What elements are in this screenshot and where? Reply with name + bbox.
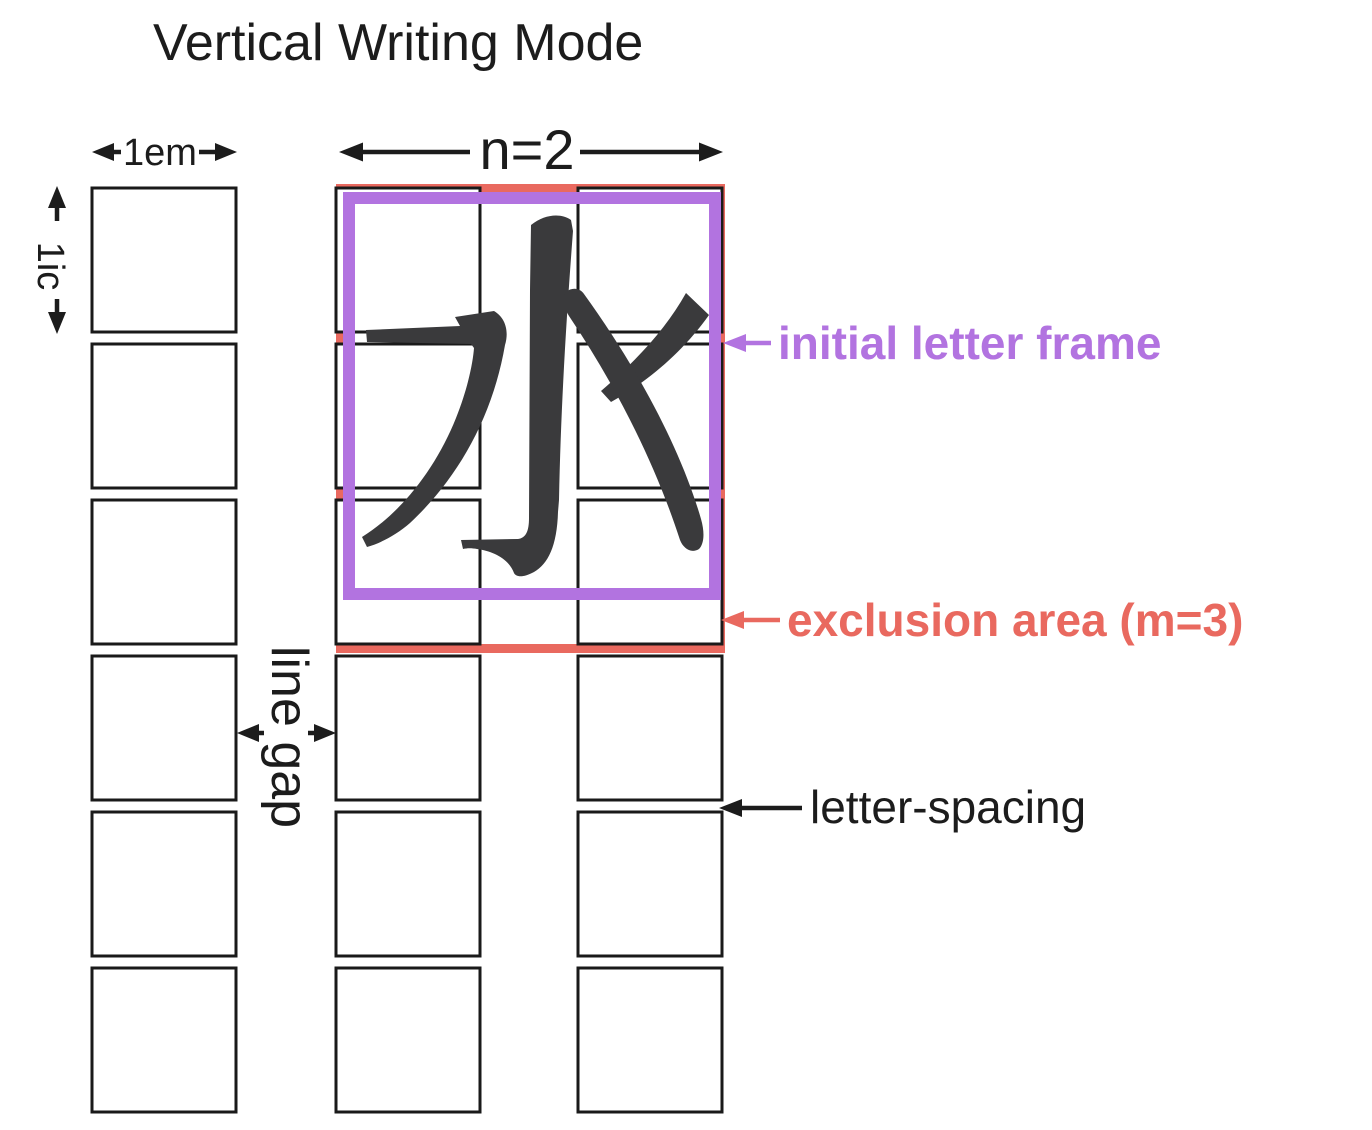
arrow-left-icon [92,143,114,161]
kanji-stroke-left-sweep [362,311,507,547]
character-cell [90,966,238,1114]
character-cell [90,498,238,646]
arrow-down-icon [48,312,66,334]
arrow-right-icon [215,143,237,161]
arrow-up-icon [48,186,66,208]
em-dimension-arrow: 1em [92,132,237,174]
arrow-right-icon [699,142,723,162]
exclusion-area-label: exclusion area (m=3) [787,594,1243,646]
character-cell [576,810,724,958]
kanji-stroke-right-sweep [563,288,704,551]
kanji-stroke-vertical-hook [461,215,573,577]
letter-spacing-annotation: letter-spacing [719,781,1086,833]
arrow-left-icon [339,142,363,162]
character-cell [90,654,238,802]
character-cell [334,966,482,1114]
n-label: n=2 [480,118,575,181]
arrow-left-icon [719,799,742,817]
character-grid [90,186,724,1114]
water-kanji-glyph [362,215,709,577]
character-cell [576,654,724,802]
character-cell [90,186,238,334]
arrow-right-icon [314,724,336,742]
ic-label: 1ic [29,242,71,291]
arrow-left-icon [721,611,744,629]
line-gap-annotation: line gap [237,646,336,828]
n-dimension-arrow: n=2 [339,118,723,181]
character-cell [334,186,482,334]
initial-letter-frame-annotation: initial letter frame [723,317,1161,369]
character-cell [334,810,482,958]
ic-dimension-arrow: 1ic [29,186,71,334]
character-cell [90,342,238,490]
initial-letter-frame-box [343,192,721,600]
character-cell [90,810,238,958]
exclusion-area-annotation: exclusion area (m=3) [721,594,1243,646]
arrow-left-icon [723,334,746,352]
page-title: Vertical Writing Mode [153,14,643,72]
line-gap-label: line gap [260,646,318,828]
arrow-left-icon [237,724,259,742]
character-cell [334,654,482,802]
em-label: 1em [123,132,197,174]
letter-spacing-label: letter-spacing [810,781,1086,833]
character-cell [576,966,724,1114]
initial-letter-frame-label: initial letter frame [778,317,1161,369]
